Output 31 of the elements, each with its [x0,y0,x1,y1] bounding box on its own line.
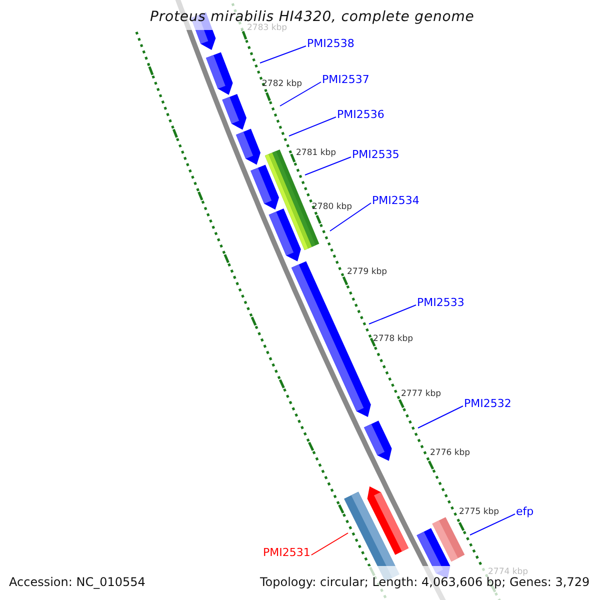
leader-line [470,514,516,536]
leader-line [288,116,336,136]
gene-label: PMI2532 [464,397,512,410]
gene-label: PMI2533 [417,296,464,309]
scale-label: 2775 kbp [459,507,500,517]
leader-line [418,406,464,428]
title: Proteus mirabilis HI4320, complete genome [150,9,474,25]
leader-line [280,82,322,106]
scale-label: 2779 kbp [347,267,388,277]
leader-line [368,304,416,324]
scale-label: 2774 kbp [488,567,528,577]
gene-label: PMI2534 [372,194,420,207]
gene-label: efp [516,505,534,518]
scale-label: 2777 kbp [401,389,442,399]
leader-line [310,532,348,556]
scale-label: 2782 kbp [262,79,302,89]
gene-label: PMI2535 [352,148,400,161]
leader-line [304,156,352,176]
scale-label: 2783 kbp [247,23,288,33]
scale-label: 2781 kbp [296,148,336,158]
gene-label: PMI2538 [307,37,354,50]
scale-label: 2780 kbp [312,202,352,212]
scale-label: 2776 kbp [430,448,470,458]
leader-line [330,202,372,232]
gene-label: PMI2536 [337,108,384,121]
gene-label: PMI2531 [263,546,310,559]
info-text: Accession: NC_010554 [9,575,146,589]
leader-line [260,46,306,64]
gene-label: PMI2537 [322,73,370,86]
scale-label: 2778 kbp [373,334,414,344]
info-text: Topology: circular; Length: 4,063,606 bp; Genes: 3,729 [260,575,590,589]
